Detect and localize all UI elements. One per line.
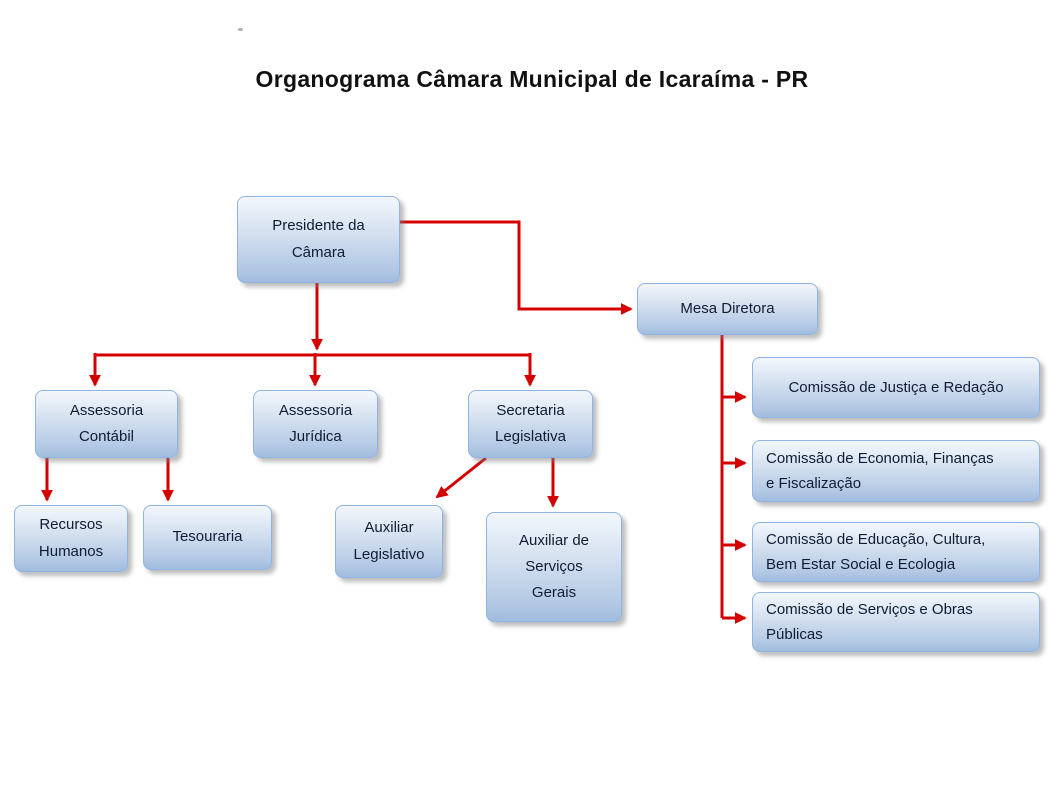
connector-secretaria-auxiliar-legislativo <box>435 456 487 499</box>
node-auxiliar-de-servicos-gerais: Auxiliar de Serviços Gerais <box>486 512 622 622</box>
node-label: Recursos Humanos <box>38 516 104 560</box>
node-comissao-educacao-cultura: Comissão de Educação, Cultura, Bem Estar… <box>752 522 1040 582</box>
node-label: Comissão de Serviços e Obras Públicas <box>766 600 973 644</box>
node-assessoria-contabil: Assessoria Contábil <box>35 390 178 458</box>
node-auxiliar-legislativo: Auxiliar Legislativo <box>335 505 443 578</box>
node-label: Assessoria Jurídica <box>278 401 353 445</box>
node-label: Auxiliar Legislativo <box>353 519 425 563</box>
node-recursos-humanos: Recursos Humanos <box>14 505 128 572</box>
node-label: Tesouraria <box>172 528 243 546</box>
page-title: Organograma Câmara Municipal de Icaraíma… <box>255 66 809 92</box>
node-comissao-servicos-obras: Comissão de Serviços e Obras Públicas <box>752 592 1040 652</box>
node-presidente-da-camara: Presidente da Câmara <box>237 196 400 283</box>
node-comissao-economia-financas: Comissão de Economia, Finanças e Fiscali… <box>752 440 1040 502</box>
node-label: Presidente da Câmara <box>272 217 365 261</box>
node-assessoria-juridica: Assessoria Jurídica <box>253 390 378 458</box>
node-label: Auxiliar de Serviços Gerais <box>518 531 590 602</box>
stray-mark <box>238 28 243 31</box>
node-mesa-diretora: Mesa Diretora <box>637 283 818 335</box>
node-comissao-justica-redacao: Comissão de Justiça e Redação <box>752 357 1040 418</box>
connector-presidente-mesa-diretora <box>400 220 633 315</box>
node-secretaria-legislativa: Secretaria Legislativa <box>468 390 593 458</box>
node-label: Assessoria Contábil <box>69 401 144 445</box>
node-label: Mesa Diretora <box>680 299 775 317</box>
node-label: Comissão de Justiça e Redação <box>788 378 1004 396</box>
node-label: Comissão de Economia, Finanças e Fiscali… <box>766 449 994 493</box>
node-tesouraria: Tesouraria <box>143 505 272 570</box>
node-label: Comissão de Educação, Cultura, Bem Estar… <box>766 530 986 574</box>
node-label: Secretaria Legislativa <box>495 401 566 445</box>
